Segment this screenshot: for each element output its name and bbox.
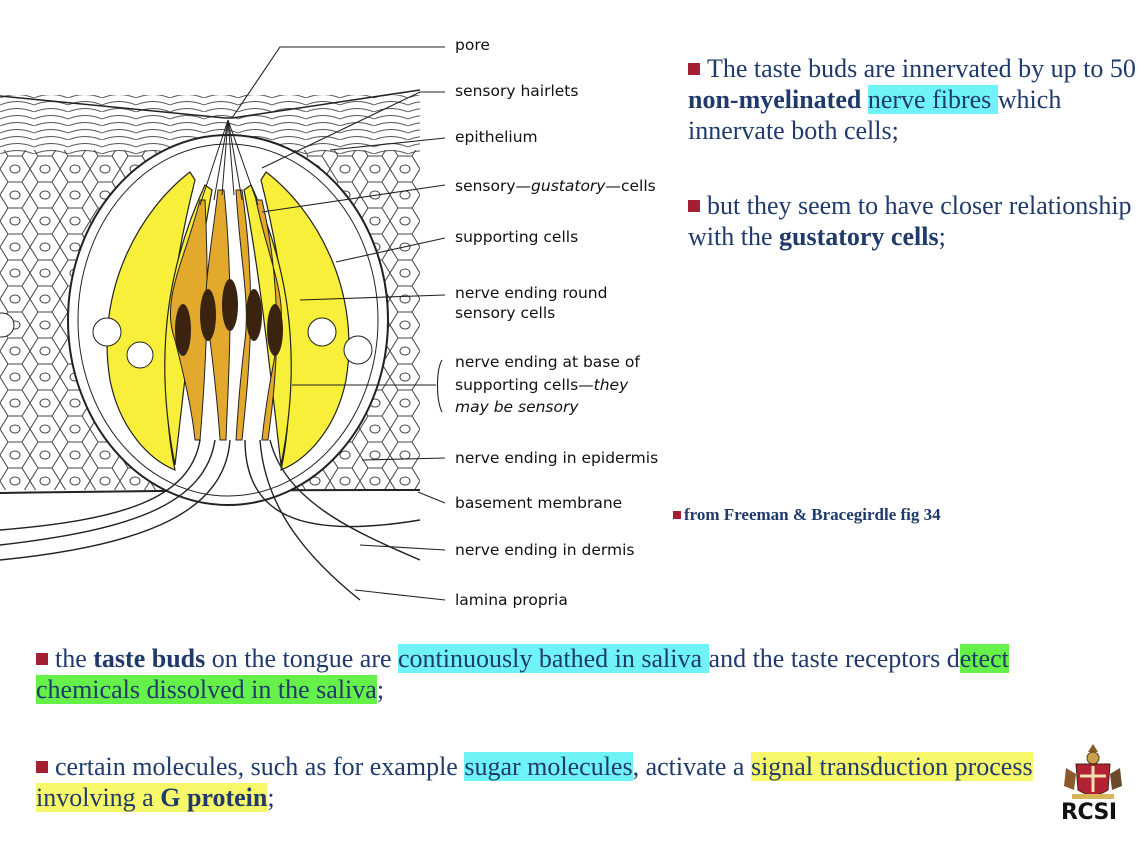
- label-supporting-cells: supporting cells: [455, 228, 579, 246]
- label-lamina-propria: lamina propria: [455, 591, 568, 609]
- bullet-marker: [688, 200, 700, 212]
- bullet-text: and the taste receptors d: [708, 644, 960, 673]
- sensory-hairlets: [199, 119, 259, 206]
- taste-bud-diagram: [0, 46, 446, 615]
- tongue-surface: [0, 89, 421, 119]
- bullet-text: ;: [938, 222, 946, 251]
- label-pore: pore: [455, 36, 490, 54]
- label-epithelium: epithelium: [455, 128, 538, 146]
- bullet-text: but they seem to have closer relationshi…: [688, 191, 1132, 251]
- bullet-bold-text: gustatory cells: [779, 222, 939, 251]
- bullet-text: , activate a: [632, 752, 751, 781]
- bullet-text: the: [55, 644, 94, 673]
- bullet-text: certain molecules, such as for example: [55, 752, 465, 781]
- label-nerve-epidermis: nerve ending in epidermis: [455, 449, 659, 467]
- bullet-text: which innervate both cells;: [688, 85, 1062, 145]
- citation-text: from Freeman & Bracegirdle fig 34: [684, 505, 941, 524]
- figure-citation: from Freeman & Bracegirdle fig 34: [673, 505, 941, 525]
- bullet-marker: [688, 63, 700, 75]
- label-nerve-base-1: nerve ending at base of: [455, 353, 640, 371]
- label-sensory-hairlets: sensory hairlets: [455, 82, 579, 100]
- bullet-bold-text: non-myelinated: [688, 85, 862, 114]
- bullet-text: [861, 85, 868, 114]
- gustatory-nuclei: [175, 279, 283, 356]
- bullet-marker: [36, 653, 48, 665]
- bullet-text: ;: [267, 783, 275, 812]
- leader-lines: [231, 46, 446, 601]
- highlight-sugar: sugar molecules: [464, 752, 633, 781]
- label-nerve-dermis: nerve ending in dermis: [455, 541, 635, 559]
- bullet-marker: [36, 761, 48, 773]
- label-gustatory-part: sensory—: [455, 177, 532, 195]
- bullet-bold-text: taste buds: [93, 644, 206, 673]
- bullet-bold-text: G protein: [160, 783, 268, 812]
- nerve-fibres: [0, 439, 421, 601]
- bullet-marker: [673, 511, 681, 519]
- label-nerve-base-italic: they: [593, 376, 629, 394]
- bullet-innervation: The taste buds are innervated by up to 5…: [688, 53, 1138, 146]
- label-nerve-base-2: supporting cells—they: [455, 376, 628, 395]
- highlight-signal-text: signal transduction process involving a: [36, 752, 1033, 812]
- label-nerve-round-1: nerve ending round: [455, 284, 608, 302]
- rcsi-crest-icon: [1064, 744, 1122, 799]
- supporting-nuclei: [0, 312, 373, 369]
- label-gustatory-part: —cells: [605, 177, 656, 195]
- bullet-signal-transduction: certain molecules, such as for example s…: [36, 751, 1066, 813]
- label-gustatory-cells: sensory—gustatory—cells: [455, 177, 656, 196]
- label-nerve-base-3: may be sensory: [455, 398, 579, 417]
- label-nerve-base-italic: may be sensory: [455, 398, 579, 416]
- bullet-text: ;: [376, 675, 385, 704]
- highlight-nerve-fibres: nerve fibres: [867, 85, 998, 114]
- label-nerve-base-part: supporting cells—: [455, 376, 594, 394]
- label-basement-membrane: basement membrane: [455, 494, 623, 512]
- rcsi-logo-text: RCSI: [1061, 800, 1117, 825]
- bullet-text: The taste buds are innervated by up to 5…: [707, 54, 1136, 83]
- label-nerve-round-2: sensory cells: [455, 304, 556, 322]
- bullet-saliva: the taste buds on the tongue are continu…: [36, 643, 1066, 705]
- highlight-saliva: continuously bathed in saliva: [398, 644, 709, 673]
- bullet-relationship: but they seem to have closer relationshi…: [688, 190, 1138, 252]
- label-gustatory-italic: gustatory: [531, 177, 606, 195]
- bullet-text: on the tongue are: [205, 644, 399, 673]
